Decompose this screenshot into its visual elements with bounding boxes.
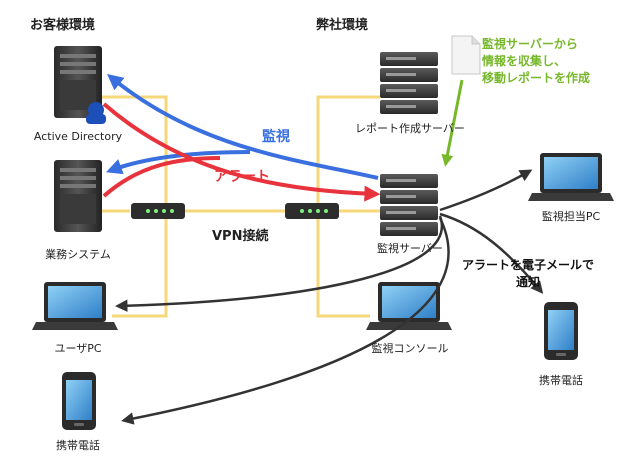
monitor-staff-pc-laptop-icon xyxy=(528,153,614,201)
monitor-console-label: 監視コンソール xyxy=(371,342,449,355)
company-env-title: 弊社環境 xyxy=(316,18,369,33)
email-arrow-to-staff-pc xyxy=(439,169,533,212)
monitor-arrow-to-ad xyxy=(107,73,379,180)
user-pc-label: ユーザPC xyxy=(54,342,102,355)
email-note-line-2: 通知 xyxy=(515,275,540,289)
business-system-server-icon xyxy=(54,160,102,232)
alert-arrow-from-ad xyxy=(102,102,381,202)
email-arrow-to-customer-mobile xyxy=(121,217,450,425)
customer-env-title: お客様環境 xyxy=(30,18,96,33)
monitor-server-label: 監視サーバー xyxy=(377,242,443,255)
report-document-icon xyxy=(451,35,481,75)
report-note-line-2: 情報を収集し、 xyxy=(482,54,567,68)
email-arrows xyxy=(115,169,544,425)
company-mobile-label: 携帯電話 xyxy=(539,374,583,387)
alert-flow-label: アラート xyxy=(214,169,270,185)
monitor-staff-pc-label: 監視担当PC xyxy=(541,210,601,223)
monitor-server-icon xyxy=(380,174,438,236)
business-system-label: 業務システム xyxy=(45,248,111,261)
report-collect-arrow xyxy=(441,79,464,167)
report-note-line-3: 移動レポートを作成 xyxy=(482,71,591,85)
vpn-router-left-icon xyxy=(131,203,185,219)
email-note-line-1: アラートを電子メールで xyxy=(461,258,594,272)
active-directory-server-icon xyxy=(54,46,106,124)
report-server-label: レポート作成サーバー xyxy=(355,122,465,135)
monitor-console-laptop-icon xyxy=(366,282,452,330)
monitor-arrows xyxy=(105,73,379,180)
monitor-arrow-to-business xyxy=(105,150,251,175)
report-server-icon xyxy=(380,52,438,114)
active-directory-label: Active Directory xyxy=(33,130,123,143)
vpn-connection-label: VPN接続 xyxy=(212,229,269,244)
vpn-router-right-icon xyxy=(285,203,339,219)
email-arrow-to-company-mobile xyxy=(439,212,544,294)
customer-mobile-label: 携帯電話 xyxy=(56,439,100,452)
report-note: 監視サーバーから 情報を収集し、 移動レポートを作成 xyxy=(482,36,590,87)
alert-arrows xyxy=(102,102,381,202)
email-arrow-to-user-pc xyxy=(115,215,444,313)
report-note-line-1: 監視サーバーから xyxy=(482,37,578,51)
user-pc-laptop-icon xyxy=(32,282,118,330)
company-mobile-phone-icon xyxy=(544,302,578,360)
alert-arrow-from-business xyxy=(102,156,221,198)
monitor-flow-label: 監視 xyxy=(262,129,290,145)
customer-mobile-phone-icon xyxy=(62,372,96,430)
email-note: アラートを電子メールで 通知 xyxy=(448,257,608,291)
